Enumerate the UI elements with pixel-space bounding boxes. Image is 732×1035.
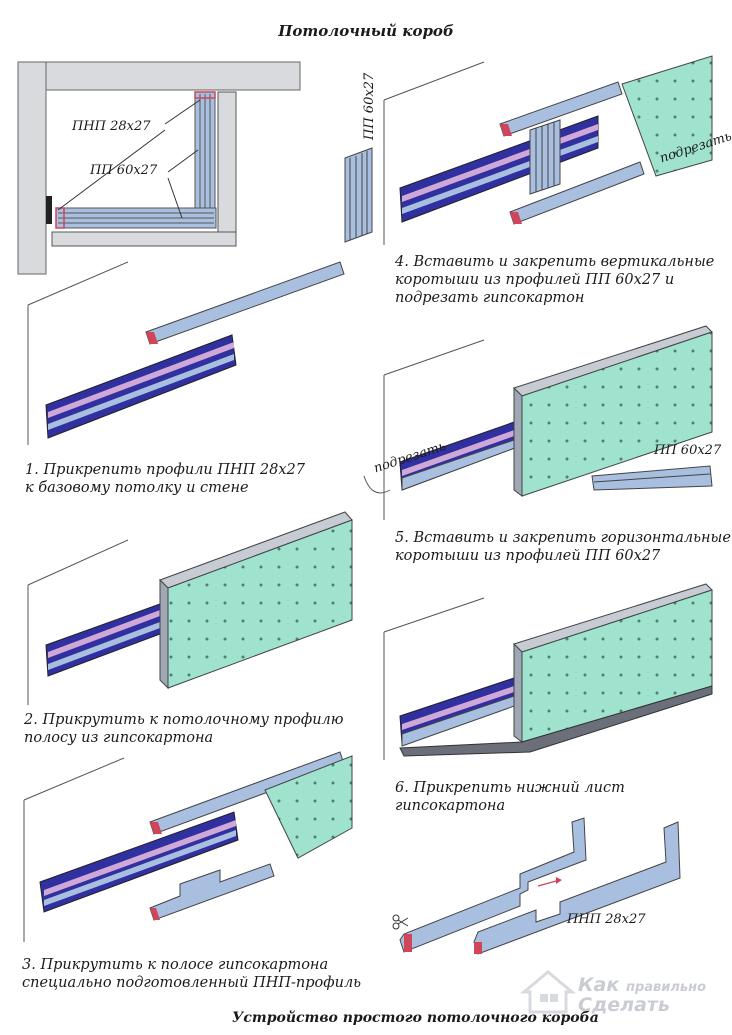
label-pnp-28x27-step-7: ПНП 28х27 [567,912,646,927]
watermark-line-2: правильно [626,980,707,995]
pnp-cutting-illustration [392,817,681,955]
watermark-logo-icon [519,970,577,1014]
step-6-illustration [383,583,713,760]
page-title: Потолочный короб [278,22,454,40]
label-pnp-28x27: ПНП 28х27 [72,119,151,134]
step-4-illustration [383,55,713,245]
pp-profile-piece [344,147,373,243]
label-pp-60x27: ПП 60х27 [90,163,158,178]
cross-section-panel [17,61,301,275]
watermark-line-3: Сделать [578,994,670,1016]
step-1-illustration [27,261,345,445]
step-3-illustration [23,751,353,942]
step-5-illustration [363,325,713,520]
label-pp-60x27-step-5: ПП 60х27 [654,443,722,458]
watermark-line-1: Как [578,974,620,996]
step-2-illustration [27,511,353,705]
footer-caption: Устройство простого потолочного короба [232,1010,599,1026]
label-pp-60x27-vertical: ПП 60х27 [362,72,377,140]
